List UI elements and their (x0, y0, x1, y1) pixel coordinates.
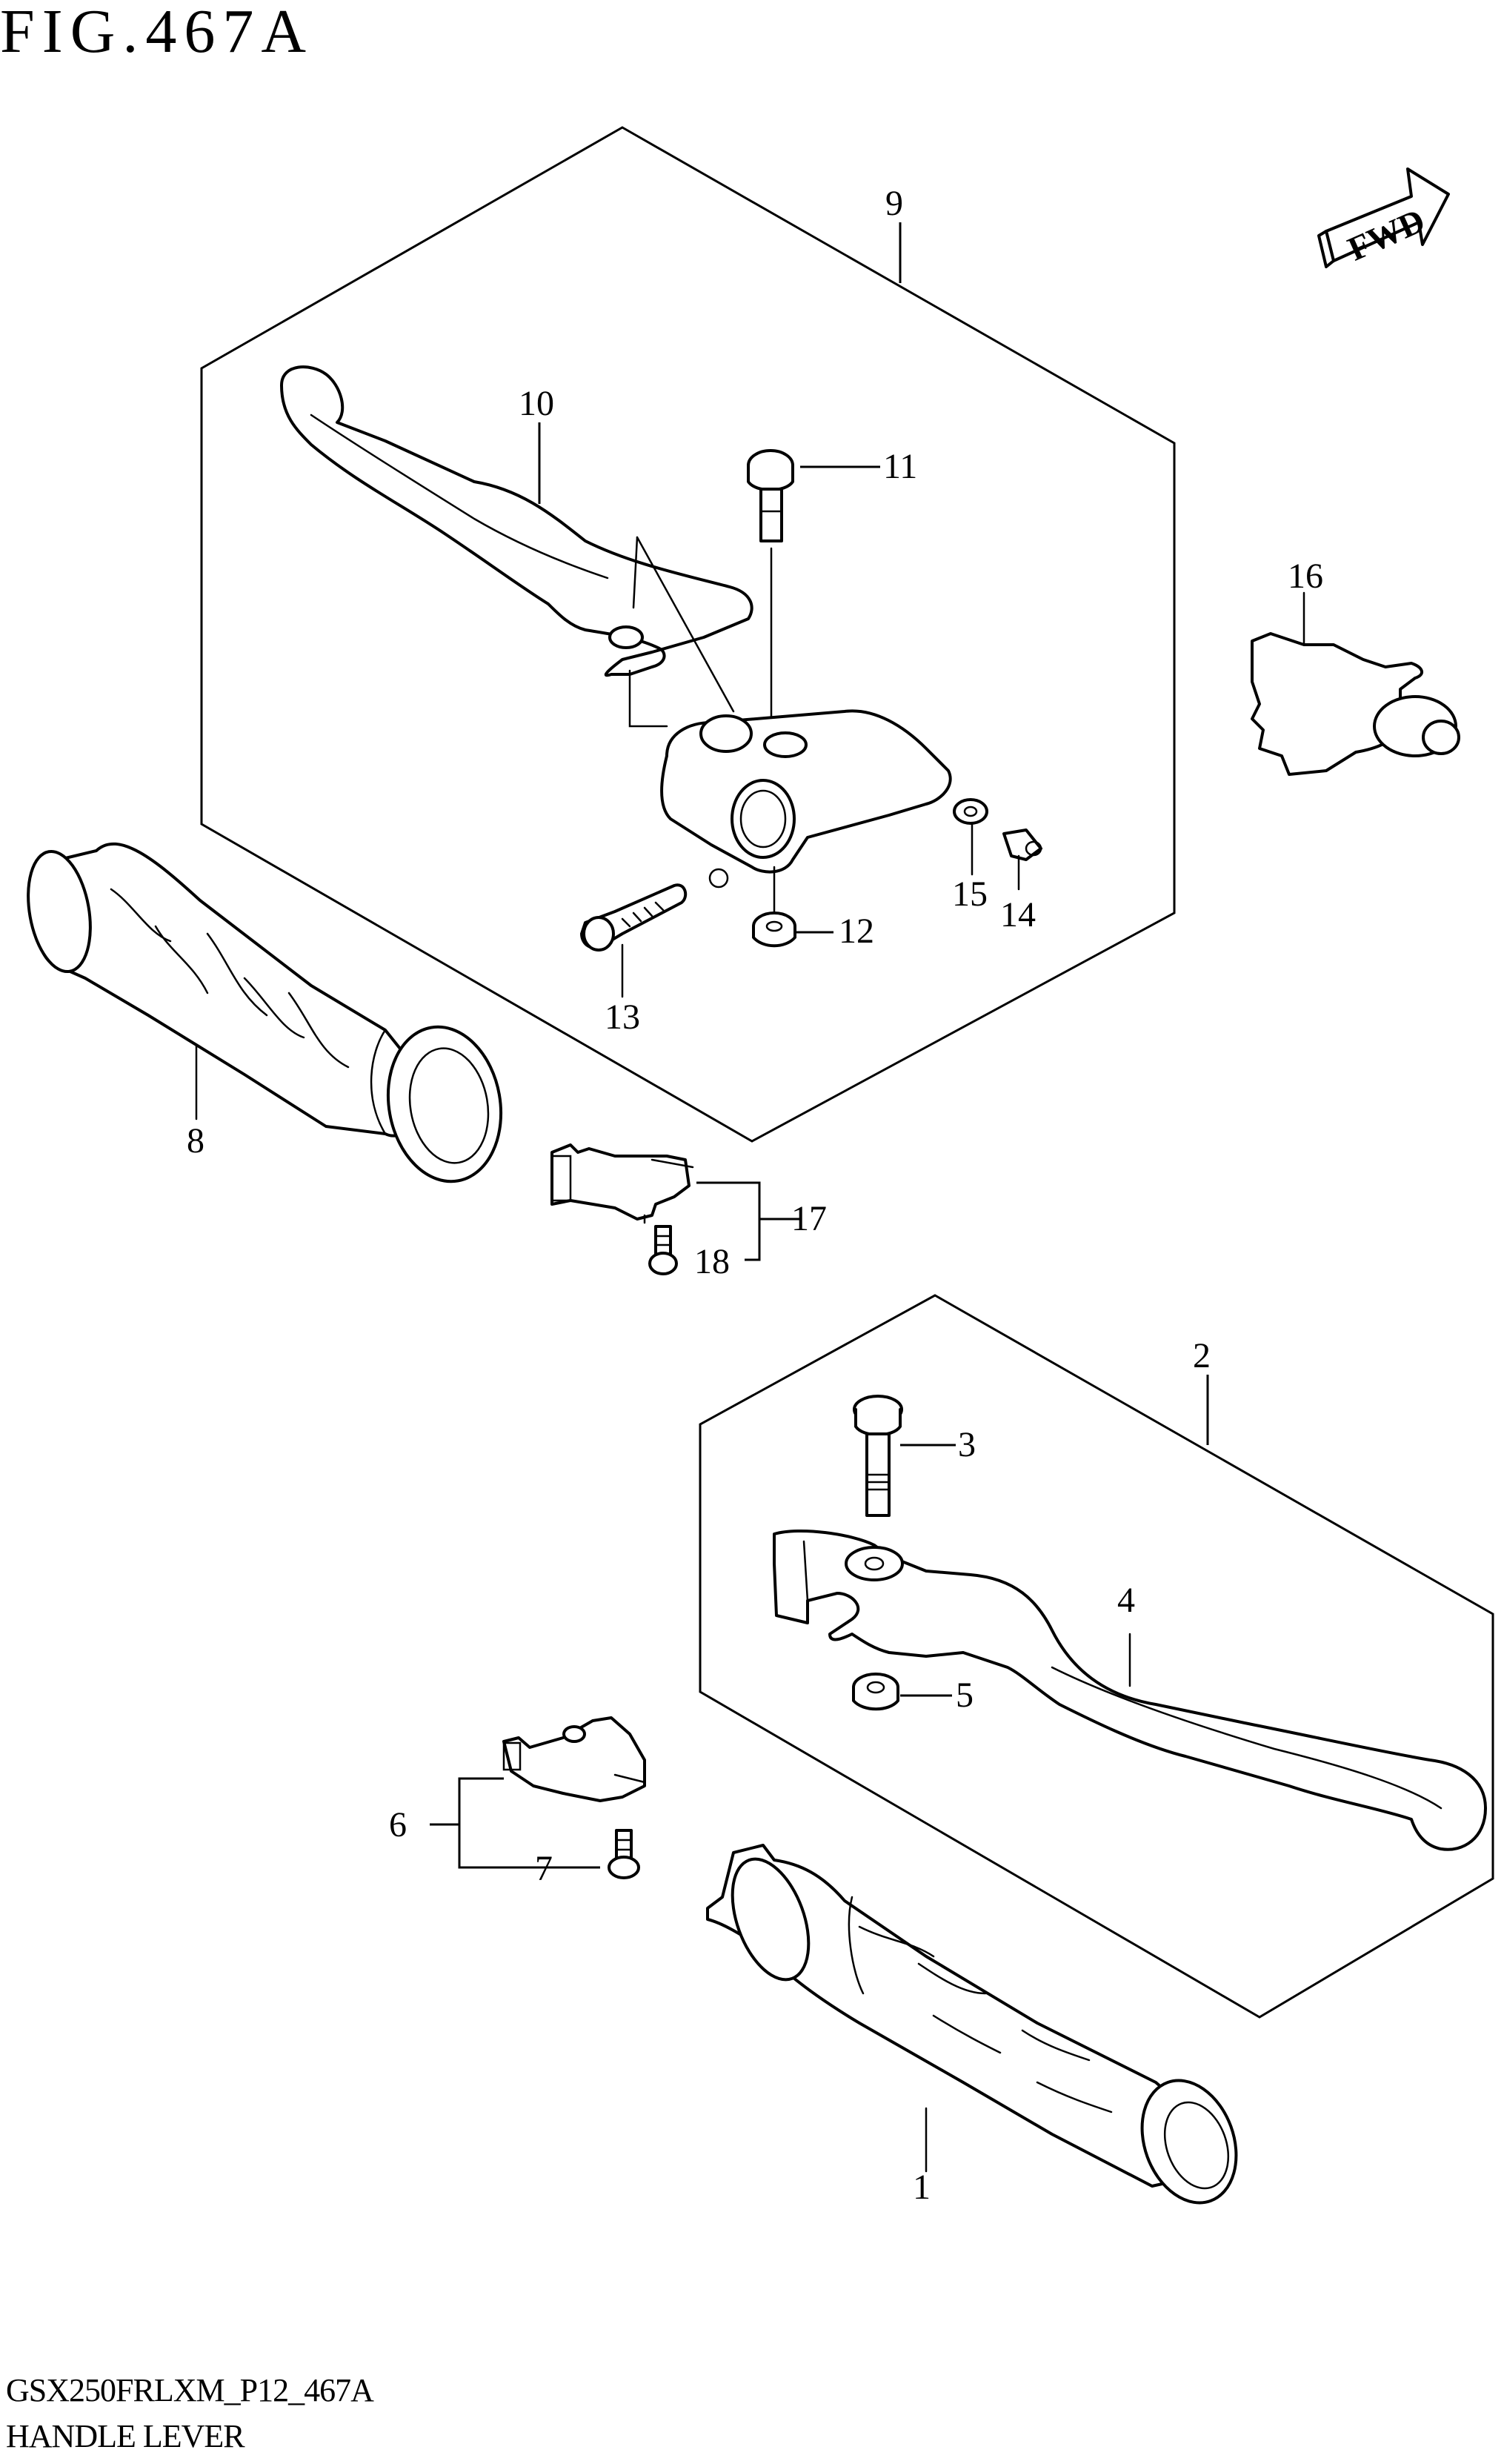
clutch-lever-part-10 (280, 365, 753, 728)
callout-2: 2 (1193, 1336, 1211, 1375)
callout-4: 4 (1117, 1581, 1135, 1620)
callout-3: 3 (958, 1425, 976, 1464)
callout-16: 16 (1288, 557, 1323, 596)
screw-part-14 (1002, 828, 1042, 891)
callout-1: 1 (913, 2168, 931, 2207)
callout-18: 18 (694, 1242, 730, 1281)
model-code: GSX250FRLXM_P12_467A (6, 2372, 374, 2408)
washer-part-15 (953, 798, 988, 876)
lever-holder-bracket (660, 709, 952, 913)
figure-title: FIG.467A (0, 0, 314, 66)
callout-8: 8 (187, 1121, 204, 1160)
pivot-bolt-part-11 (747, 449, 794, 743)
callout-17: 17 (791, 1199, 827, 1238)
pin-bolt-part-3 (853, 1395, 956, 1517)
switch-part-17 (550, 1143, 694, 1224)
callout-5: 5 (956, 1676, 974, 1715)
left-grip-part-8 (27, 842, 503, 1183)
brake-switch-part-6 (502, 1716, 646, 1802)
callout-11: 11 (883, 447, 917, 486)
assembly-outline-2 (699, 1294, 1494, 2019)
leader-6-7 (430, 1777, 600, 1869)
brake-lever-part-4 (773, 1530, 1487, 1851)
figure-name: HANDLE LEVER (6, 2418, 245, 2454)
leader-17-18 (696, 1181, 800, 1261)
assembly-outline-9 (200, 126, 1176, 1143)
screw-part-18 (648, 1225, 678, 1275)
callout-15: 15 (952, 874, 988, 914)
nut-part-12 (752, 911, 796, 948)
callout-13: 13 (605, 997, 640, 1037)
callout-12: 12 (839, 911, 874, 951)
callout-7: 7 (535, 1849, 553, 1888)
callout-9: 9 (885, 184, 903, 223)
fwd-arrow-icon: FWD (1317, 167, 1450, 268)
switch-part-16 (1251, 591, 1460, 776)
callout-10: 10 (519, 384, 554, 423)
nut-part-5 (852, 1673, 952, 1711)
callout-14: 14 (1000, 895, 1036, 934)
screw-part-7 (608, 1829, 640, 1879)
callout-6: 6 (389, 1805, 407, 1844)
bolt-part-13 (580, 883, 688, 998)
throttle-grip-part-1 (706, 1844, 1238, 2205)
